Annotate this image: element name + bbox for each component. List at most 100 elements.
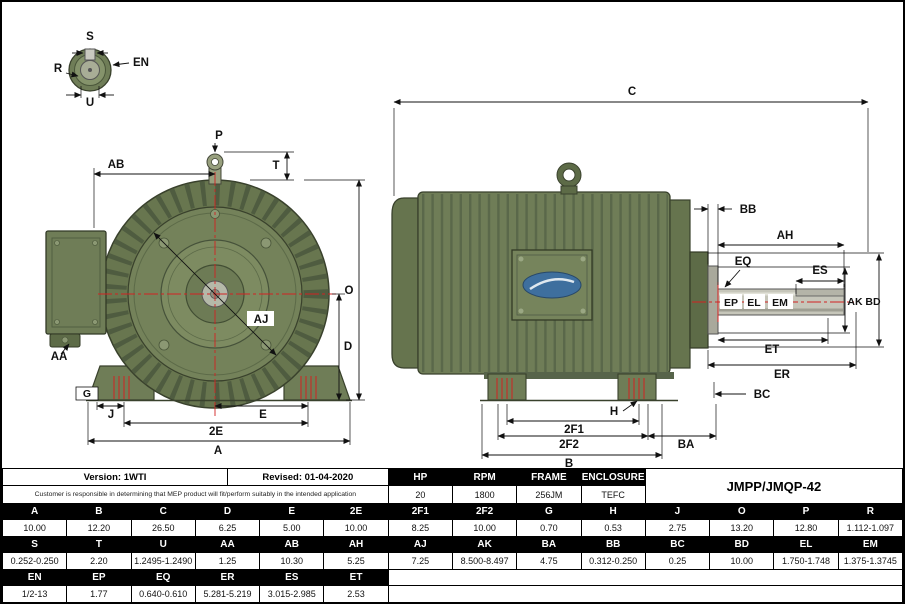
motor-side-view — [391, 162, 854, 402]
dim-label-g: G — [83, 388, 91, 400]
empty-cell — [387, 569, 903, 586]
dim-header-cell: AA — [194, 536, 261, 553]
disclaimer-text: Customer is responsible in determining t… — [2, 485, 389, 504]
dim-header-cell: EP — [66, 569, 132, 586]
model-number: JMPP/JMQP-42 — [644, 468, 903, 504]
technical-drawing: S R EN U — [2, 2, 903, 468]
dim-value-cell: 0.252-0.250 — [2, 552, 68, 570]
dim-value-cell: 2.20 — [66, 552, 132, 570]
dim-value-cell: 7.25 — [387, 552, 453, 570]
dim-header-cell: 2F2 — [451, 503, 518, 520]
dim-header-cell: BA — [516, 536, 582, 553]
empty-cell — [387, 585, 903, 602]
dim-value-cell: 1.77 — [66, 585, 132, 602]
dim-value-cell: 1/2-13 — [2, 585, 68, 602]
conduit-box — [45, 230, 107, 348]
dim-label-er: ER — [774, 369, 791, 381]
dim-header-cell: EN — [2, 569, 68, 586]
dim-header-cell: BD — [709, 536, 775, 553]
dim-header-cell: B — [66, 503, 132, 520]
dim-value-cell: 13.20 — [709, 519, 775, 537]
dim-value-cell: 3.015-2.985 — [259, 585, 325, 602]
dim-label-bc: BC — [754, 389, 771, 401]
dim-header-cell: E — [259, 503, 325, 520]
dim-header-cell: EL — [773, 536, 839, 553]
dim-header-cell: U — [130, 536, 196, 553]
dim-label-2f1: 2F1 — [564, 424, 584, 436]
flange-pilot — [707, 265, 719, 335]
dim-value-cell: 10.00 — [2, 519, 68, 537]
dim-label-aa: AA — [51, 351, 68, 363]
side-view-dimensions: C BB AH EQ ES EP EL EM — [393, 86, 884, 468]
dim-header-cell: J — [644, 503, 711, 520]
dim-value-cell: 0.53 — [580, 519, 646, 537]
foot-slot-marks — [113, 376, 317, 399]
spec-header-frame: FRAME — [516, 468, 582, 486]
dim-label-o: O — [345, 285, 354, 297]
dim-header-cell: EM — [837, 536, 903, 553]
dim-label-d: D — [344, 341, 352, 353]
dim-label-c: C — [628, 86, 636, 98]
dim-header-cell: D — [194, 503, 261, 520]
dim-value-cell: 10.30 — [259, 552, 325, 570]
dim-value-cell: 26.50 — [130, 519, 196, 537]
dim-value-cell: 0.25 — [644, 552, 711, 570]
dim-label-bb: BB — [740, 204, 757, 216]
dim-value-cell: 8.500-8.497 — [451, 552, 518, 570]
dim-value-cell: 8.25 — [387, 519, 453, 537]
dim-header-cell: R — [837, 503, 903, 520]
dim-label-e: E — [259, 409, 267, 421]
dim-label-t: T — [272, 160, 279, 172]
spec-value-rpm: 1800 — [451, 485, 518, 504]
dim-label-aj: AJ — [254, 314, 269, 326]
spec-value-enclosure: TEFC — [580, 485, 646, 504]
version-cell: Version: 1WTI — [2, 468, 228, 486]
motor-front-view: AJ — [45, 153, 352, 418]
dim-header-cell: AB — [259, 536, 325, 553]
dim-label-ah: AH — [777, 230, 794, 242]
dim-value-cell: 1.375-1.3745 — [837, 552, 903, 570]
foot-slot-marks-side — [496, 378, 645, 399]
dim-label-es: ES — [812, 265, 828, 277]
dim-label-u: U — [86, 97, 94, 109]
dim-value-cell: 10.00 — [709, 552, 775, 570]
c-face-flange — [689, 251, 709, 349]
dim-header-cell: T — [66, 536, 132, 553]
dim-header-cell: 2E — [323, 503, 389, 520]
dim-header-cell: H — [580, 503, 646, 520]
dim-label-et: ET — [765, 344, 780, 356]
dim-label-p: P — [215, 130, 223, 142]
dim-label-2f2: 2F2 — [559, 439, 579, 451]
dim-label-ba: BA — [678, 439, 695, 451]
dim-value-cell: 0.312-0.250 — [580, 552, 646, 570]
dim-value-cell: 4.75 — [516, 552, 582, 570]
spec-header-enclosure: ENCLOSURE — [580, 468, 646, 486]
dim-header-cell: G — [516, 503, 582, 520]
revised-cell: Revised: 01-04-2020 — [226, 468, 389, 486]
dim-value-cell: 10.00 — [323, 519, 389, 537]
dim-header-cell: A — [2, 503, 68, 520]
dim-value-cell: 12.80 — [773, 519, 839, 537]
dim-label-ab: AB — [108, 159, 125, 171]
shaft-cross-section-detail: S R EN U — [54, 31, 149, 109]
dim-label-2e: 2E — [209, 426, 223, 438]
nameplate — [511, 249, 593, 321]
dim-header-cell: BC — [644, 536, 711, 553]
dim-value-cell: 2.75 — [644, 519, 711, 537]
dim-value-cell: 5.25 — [323, 552, 389, 570]
dim-value-cell: 1.750-1.748 — [773, 552, 839, 570]
front-view-dimensions: AB P T O D AA G — [51, 130, 365, 457]
dim-label-ep: EP — [724, 297, 738, 309]
dim-label-b: B — [565, 458, 573, 468]
keyway-notch — [84, 48, 96, 61]
dim-value-cell: 12.20 — [66, 519, 132, 537]
dim-header-cell: AJ — [387, 536, 453, 553]
dim-header-cell: AH — [323, 536, 389, 553]
shaft-keyway — [795, 288, 845, 297]
dim-value-cell: 2.53 — [323, 585, 389, 602]
dim-label-bd: BD — [865, 296, 881, 308]
dim-header-cell: ER — [194, 569, 261, 586]
dim-header-cell: P — [773, 503, 839, 520]
dim-header-cell: ET — [323, 569, 389, 586]
